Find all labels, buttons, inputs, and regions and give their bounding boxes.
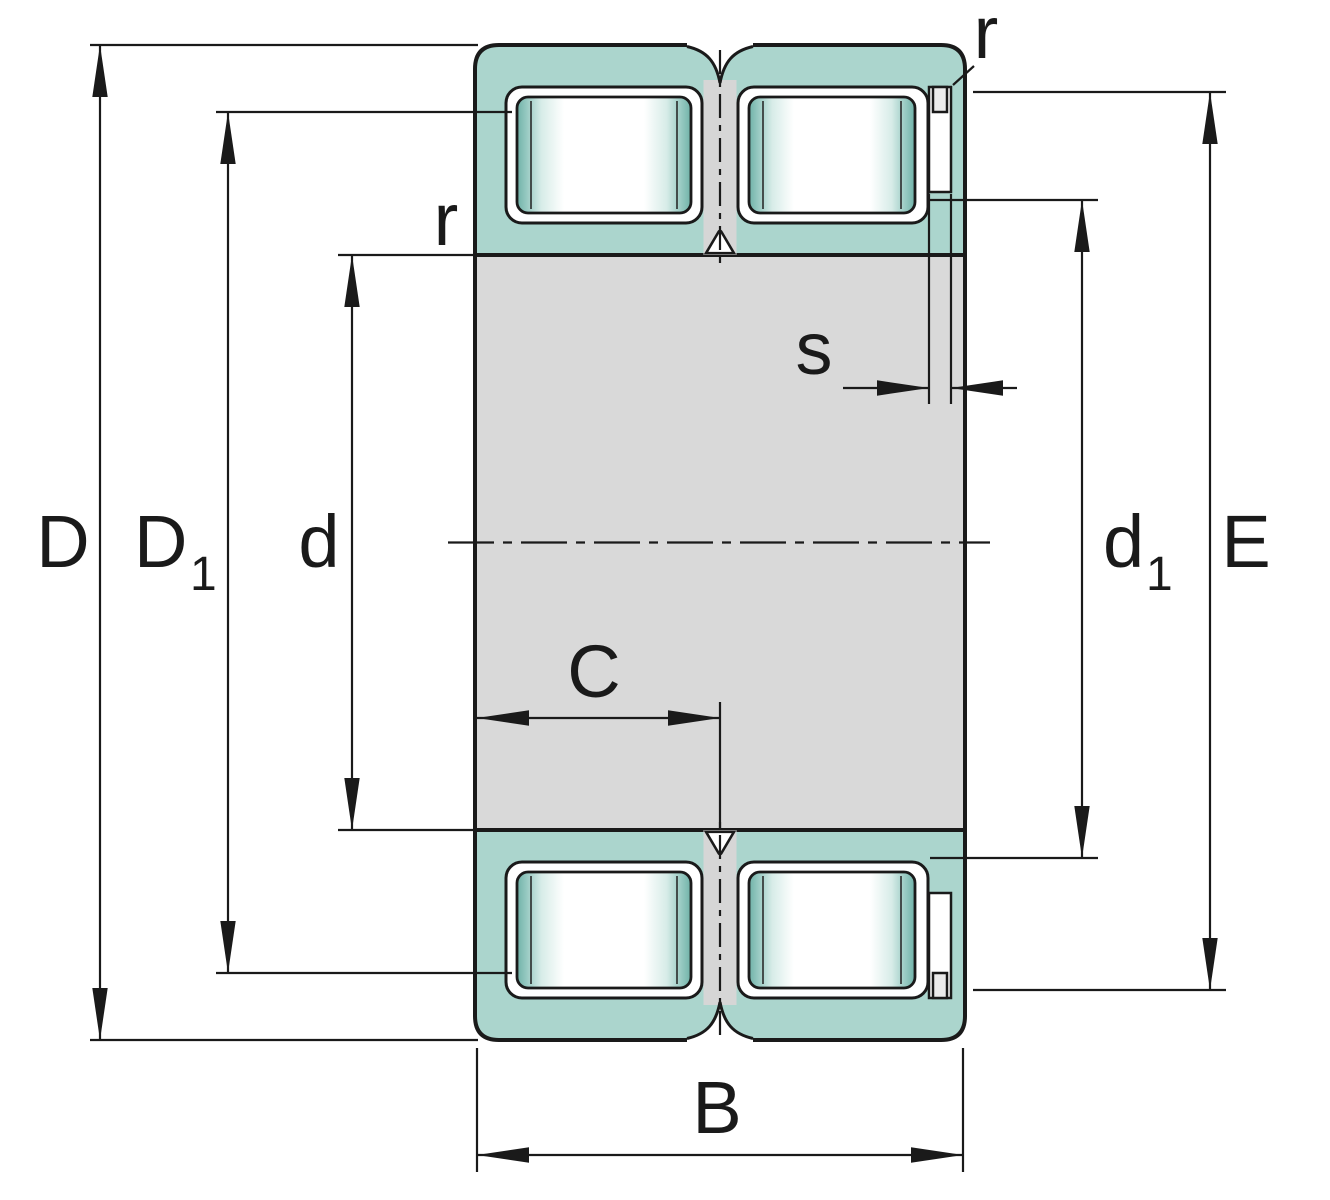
dimension-labels: D D 1 d d 1 E B C s r r <box>36 0 1270 1149</box>
dim-label-E: E <box>1221 500 1270 583</box>
dim-label-r-left: r <box>434 178 459 261</box>
dimension-lines <box>92 45 1218 1163</box>
dim-label-D1: D <box>134 500 187 583</box>
dim-label-s: s <box>796 307 833 390</box>
dim-label-D: D <box>36 500 89 583</box>
dim-label-d: d <box>298 500 339 583</box>
dim-label-B: B <box>692 1066 741 1149</box>
bearing-lower-half <box>473 815 967 1045</box>
dim-label-d1: d <box>1103 500 1144 583</box>
dim-label-r-right: r <box>974 0 999 74</box>
dim-label-D1-sub: 1 <box>190 548 217 601</box>
dim-label-C: C <box>567 630 620 713</box>
dim-label-d1-sub: 1 <box>1146 548 1173 601</box>
bearing-upper-half <box>473 40 967 270</box>
leader-line-r-right <box>952 65 975 86</box>
extension-lines <box>90 43 1226 1172</box>
